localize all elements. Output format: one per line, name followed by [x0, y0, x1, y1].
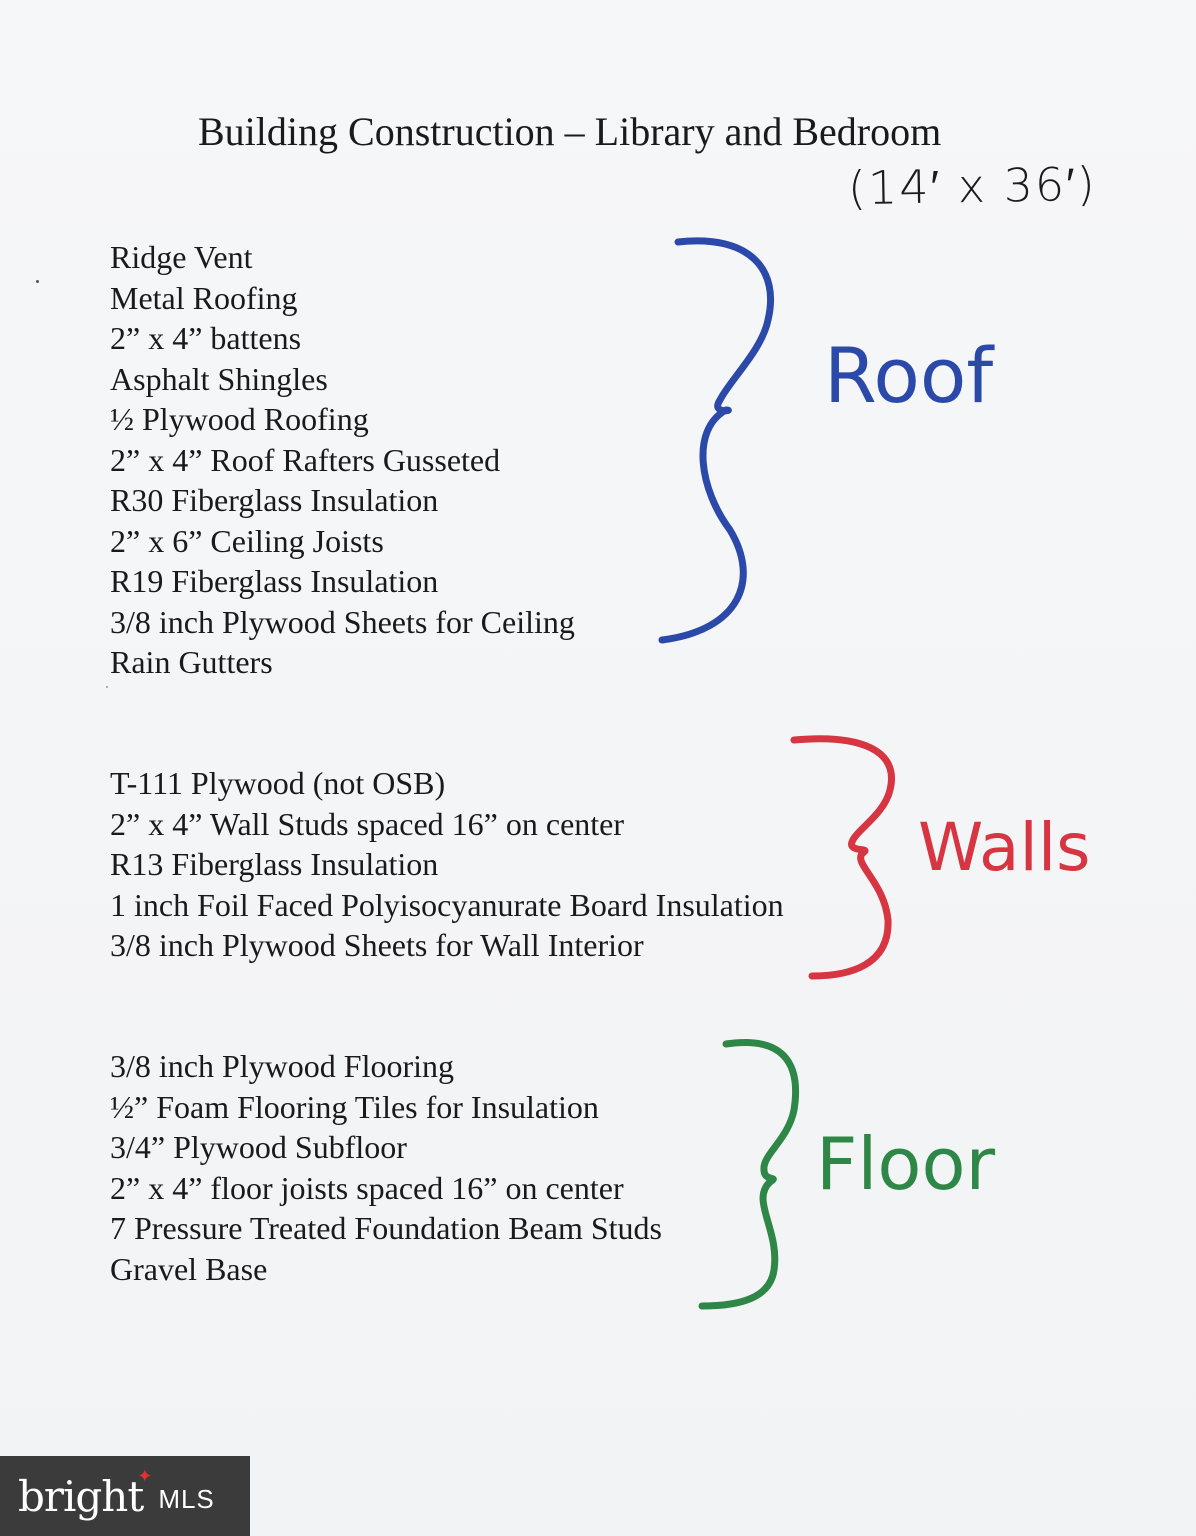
spark-icon: ✦	[137, 1465, 153, 1486]
list-item: R19 Fiberglass Insulation	[110, 563, 439, 599]
list-item: 2” x 4” Wall Studs spaced 16” on center	[110, 805, 625, 842]
handwritten-dimensions: (14′ x 36′)	[847, 156, 1098, 216]
list-item: T-111 Plywood (not OSB)	[110, 765, 446, 801]
roof-section-label: Roof	[824, 331, 994, 420]
scan-speck	[106, 686, 108, 688]
floor-section-label: Floor	[816, 1122, 996, 1206]
watermark-suffix: MLS	[158, 1483, 215, 1514]
roof-brace-icon	[658, 237, 775, 644]
list-item: 2” x 4” battens	[110, 320, 302, 356]
list-item: 3/4” Plywood Subfloor	[110, 1129, 407, 1165]
walls-section-label: Walls	[918, 809, 1091, 886]
list-item: 3/8 inch Plywood Sheets for Ceiling	[110, 603, 575, 640]
list-item: 3/8 inch Plywood Flooring	[110, 1048, 455, 1084]
list-item: ½” Foam Flooring Tiles for Insulation	[110, 1088, 599, 1125]
list-item: 3/8 inch Plywood Sheets for Wall Interio…	[110, 927, 644, 963]
floor-materials-list: 3/8 inch Plywood Flooring ½” Foam Floori…	[110, 1046, 662, 1289]
list-item: 2” x 4” Roof Rafters Gusseted	[110, 441, 501, 478]
list-item: Rain Gutters	[110, 644, 273, 680]
walls-brace-icon	[790, 735, 895, 980]
list-item: ½ Plywood Roofing	[110, 401, 369, 437]
list-item: 2” x 4” floor joists spaced 16” on cente…	[110, 1169, 624, 1206]
roof-materials-list: Ridge Vent Metal Roofing 2” x 4” battens…	[110, 237, 575, 683]
list-item: Metal Roofing	[110, 279, 298, 316]
bright-mls-watermark: bright ✦ MLS	[0, 1456, 250, 1536]
walls-materials-list: T-111 Plywood (not OSB) 2” x 4” Wall Stu…	[110, 763, 784, 966]
floor-brace-icon	[698, 1039, 799, 1310]
watermark-brand: bright	[18, 1471, 144, 1521]
list-item: 7 Pressure Treated Foundation Beam Studs	[110, 1210, 662, 1246]
list-item: Asphalt Shingles	[110, 360, 328, 397]
list-item: R13 Fiberglass Insulation	[110, 846, 439, 882]
document-title: Building Construction – Library and Bedr…	[198, 109, 942, 154]
list-item: 2” x 6” Ceiling Joists	[110, 522, 384, 559]
list-item: Gravel Base	[110, 1250, 268, 1287]
list-item: R30 Fiberglass Insulation	[110, 482, 439, 518]
list-item: Ridge Vent	[110, 239, 253, 275]
list-item: 1 inch Foil Faced Polyisocyanurate Board…	[110, 886, 784, 923]
scan-speck	[36, 280, 39, 283]
